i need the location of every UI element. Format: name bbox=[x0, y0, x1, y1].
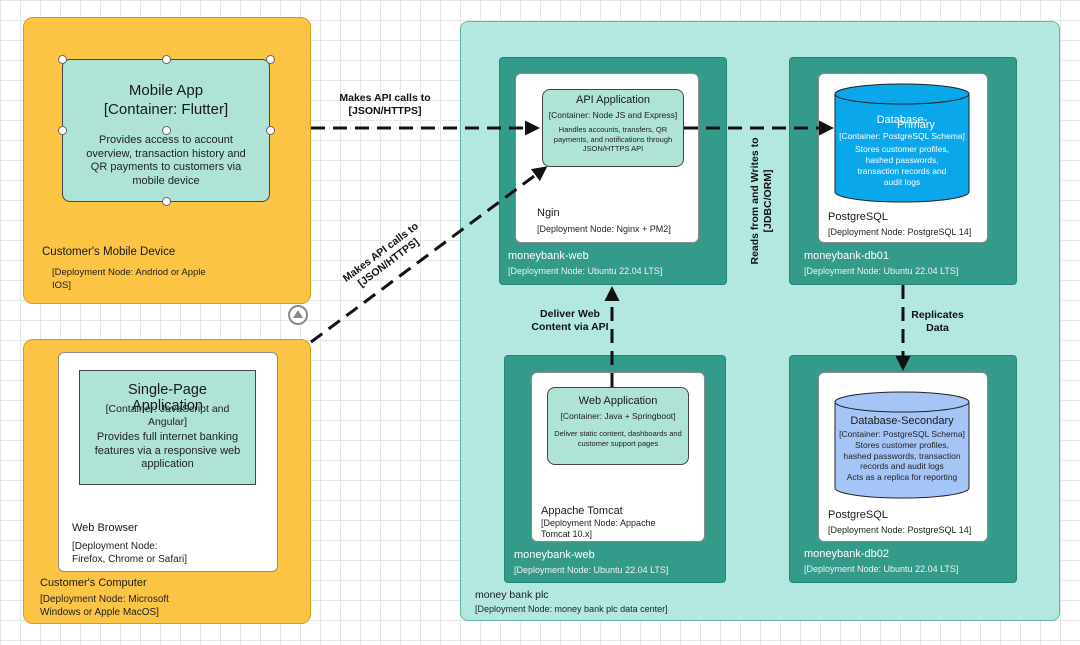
ngin-meta: [Deployment Node: Nginx + PM2] bbox=[537, 224, 671, 234]
edge-mobile-api-label: Makes API calls to [JSON/HTTPS] bbox=[339, 92, 431, 117]
money-bank-plc-meta: [Deployment Node: money bank plc data ce… bbox=[475, 604, 668, 614]
moneybank-db02-meta: [Deployment Node: Ubuntu 22.04 LTS] bbox=[804, 564, 959, 574]
customer-computer-title: Customer's Computer bbox=[40, 577, 147, 589]
apache-tomcat-title: Appache Tomcat bbox=[541, 505, 623, 517]
mobile-app-description: Provides access to account overview, tra… bbox=[86, 134, 246, 187]
resize-handle-top-right[interactable] bbox=[266, 55, 275, 64]
moneybank-web-top-meta: [Deployment Node: Ubuntu 22.04 LTS] bbox=[508, 266, 663, 276]
resize-handle-top-left[interactable] bbox=[58, 55, 67, 64]
spa-technology: [Container: JavaScript and Angular] bbox=[105, 403, 230, 428]
web-application-technology: [Container: Java + Springboot] bbox=[560, 411, 676, 421]
api-application-technology: [Container: Node JS and Express] bbox=[548, 110, 678, 120]
resize-handle-top[interactable] bbox=[162, 55, 171, 64]
resize-handle-bottom[interactable] bbox=[162, 197, 171, 206]
web-application-container[interactable] bbox=[547, 387, 689, 465]
customer-mobile-device-meta: [Deployment Node: Andriod or Apple IOS] bbox=[52, 267, 206, 291]
postgresql-bottom-title: PostgreSQL bbox=[828, 509, 888, 521]
edge-api-db-label: Reads from and Writes to [JDBC/ORM] bbox=[749, 137, 774, 265]
spa-description: Provides full internet banking features … bbox=[94, 431, 241, 470]
customer-computer-meta: [Deployment Node: Microsoft Windows or A… bbox=[40, 594, 169, 618]
customer-mobile-device-title: Customer's Mobile Device bbox=[42, 246, 176, 258]
resize-handle-right[interactable] bbox=[266, 126, 275, 135]
moneybank-web-bottom-title: moneybank-web bbox=[514, 549, 595, 561]
edge-replicates-label: Replicates Data bbox=[911, 309, 964, 334]
ngin-title: Ngin bbox=[537, 207, 560, 219]
db-secondary-description: Stores customer profiles, hashed passwor… bbox=[843, 440, 961, 482]
postgresql-top-meta: [Deployment Node: PostgreSQL 14] bbox=[828, 227, 972, 237]
db-secondary-technology: [Container: PostgreSQL Schema] bbox=[839, 429, 965, 439]
apache-tomcat-meta: [Deployment Node: Appache Tomcat 10.x] bbox=[541, 518, 656, 539]
postgresql-top-title: PostgreSQL bbox=[828, 211, 888, 223]
spa-container[interactable] bbox=[79, 370, 256, 485]
api-application-title: API Application bbox=[576, 94, 650, 106]
moneybank-db02-title: moneybank-db02 bbox=[804, 548, 890, 560]
moneybank-web-top-title: moneybank-web bbox=[508, 250, 589, 262]
move-up-icon[interactable] bbox=[288, 305, 308, 325]
api-application-description: Handles accounts, transfers, QR payments… bbox=[553, 125, 673, 153]
db-secondary-title: Database-Secondary bbox=[850, 415, 954, 427]
db-primary-title: Database- Primary bbox=[876, 114, 935, 131]
web-application-title: Web Application bbox=[578, 395, 658, 407]
edge-spa-api-label: Makes API calls to [JSON/HTTPS] bbox=[340, 220, 422, 290]
db-primary-description: Stores customer profiles, hashed passwor… bbox=[854, 144, 949, 187]
moneybank-db01-meta: [Deployment Node: Ubuntu 22.04 LTS] bbox=[804, 266, 959, 276]
web-browser-title: Web Browser bbox=[72, 522, 138, 534]
spa-title: Single-Page Application bbox=[128, 382, 207, 414]
api-application-container[interactable] bbox=[542, 89, 684, 167]
db-primary-technology: [Container: PostgreSQL Schema] bbox=[839, 131, 965, 141]
web-application-description: Deliver static content, dashboards and c… bbox=[554, 429, 682, 448]
edge-deliver-label: Deliver Web Content via API bbox=[531, 308, 609, 333]
mobile-app-title: Mobile App [Container: Flutter] bbox=[103, 82, 229, 118]
moneybank-web-bottom-meta: [Deployment Node: Ubuntu 22.04 LTS] bbox=[514, 565, 669, 575]
web-browser-meta: [Deployment Node: Firefox, Chrome or Saf… bbox=[72, 541, 188, 565]
moneybank-db01-title: moneybank-db01 bbox=[804, 250, 890, 262]
money-bank-plc-title: money bank plc bbox=[475, 589, 549, 601]
resize-handle-center[interactable] bbox=[162, 126, 171, 135]
resize-handle-left[interactable] bbox=[58, 126, 67, 135]
postgresql-bottom-meta: [Deployment Node: PostgreSQL 14] bbox=[828, 525, 972, 535]
